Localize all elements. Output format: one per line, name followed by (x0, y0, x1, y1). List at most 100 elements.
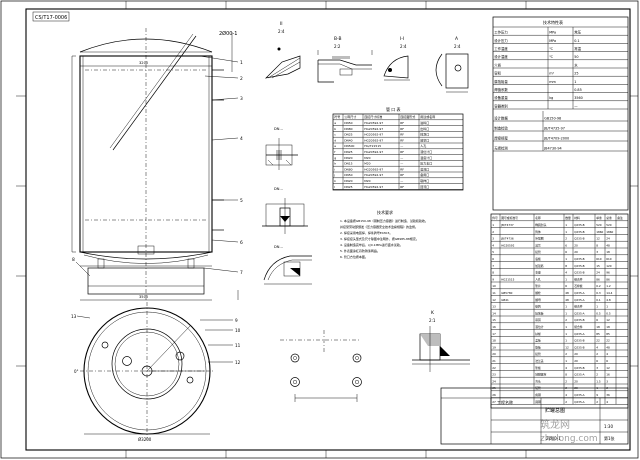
bom-cell: 4 (596, 345, 598, 349)
bom-cell: 15 (596, 264, 600, 268)
nozzle-cell: RF (400, 133, 404, 137)
spec-cell: 常压 (574, 30, 581, 35)
bom-cell: 1 (565, 325, 567, 329)
bom-cell: 1.2 (606, 284, 611, 288)
bom-cell: 12 (606, 366, 610, 370)
bom-cell: 12 (606, 318, 610, 322)
nozzle-cell: HG20592-97 (364, 121, 383, 125)
nozzle-cell: 连接尺寸标准 (364, 114, 382, 119)
design-cell: 制造检验 (494, 125, 508, 130)
nozzle-cell: HG20592-97 (364, 185, 383, 189)
bom-cell: 垫片 (535, 284, 541, 288)
nozzle-cell: g (334, 156, 336, 160)
bom-cell: 1 (596, 305, 598, 309)
bom-cell: JB/T4736 (500, 237, 514, 241)
nozzle-cell: DN80 (344, 167, 352, 171)
svg-text:A: A (455, 36, 458, 42)
callout-4: 4 (240, 136, 243, 142)
spec-cell: ℃ (549, 55, 553, 59)
nozzle-cell: HG20592-97 (364, 133, 383, 137)
nozzle-cell: 用途或名称 (420, 114, 435, 119)
bom-cell: 4 (606, 400, 608, 404)
bom-cell: 4 (565, 366, 567, 370)
callout-7: 7 (240, 270, 243, 276)
bom-cell: 8 (565, 373, 567, 377)
bom-cell: 18 (606, 250, 610, 254)
bom-cell: 1 (492, 223, 494, 227)
watermark: 筑龙网 zhulong.com (540, 418, 598, 444)
callout-5: 5 (240, 198, 243, 204)
bom-cell: 8 (596, 243, 598, 247)
notes-title: 技术要求 (377, 209, 393, 215)
bom-cell: 弯头 (535, 379, 541, 383)
nozzle-cell: M20 (364, 156, 370, 160)
bom-cell: 3 (606, 379, 608, 383)
bom-cell: 4.8 (606, 298, 611, 302)
bom-cell: 3 (492, 237, 494, 241)
spec-cell: MPa (549, 31, 556, 35)
design-cell: 无损检测 (494, 145, 508, 150)
bom-cell: 15 (492, 318, 496, 322)
bom-cell: 22 (492, 366, 496, 370)
design-cell: GB150-98 (544, 116, 561, 120)
svg-text:DN...: DN... (274, 127, 283, 131)
spec-cell: 设备重量 (494, 95, 508, 100)
bom-cell: Q235-A (574, 393, 584, 397)
bom-cell: 22 (606, 339, 610, 343)
nozzle-cell: e (334, 144, 336, 148)
spec-cell: 焊缝系数 (494, 87, 508, 92)
nozzle-cell: DN80 (344, 127, 352, 131)
bom-cell: 数量 (565, 216, 571, 220)
spec-cell: 水 (574, 62, 578, 67)
spec-cell: 工作温度 (494, 46, 508, 51)
bom-cell: HG21515 (501, 277, 514, 281)
bom-cell: 24 (596, 271, 600, 275)
bom-cell: 加强筋 (535, 264, 544, 268)
bom-cell: 3 (596, 250, 598, 254)
bom-cell: 1 (565, 277, 567, 281)
svg-text:2:4: 2:4 (278, 29, 285, 34)
bom-cell: 12 (492, 298, 496, 302)
bom-cell: 铭牌 (535, 305, 541, 309)
bom-cell: 材料 (574, 216, 580, 220)
bom-cell: 2 (596, 373, 598, 377)
bom-cell: 角钢 (535, 393, 541, 397)
plan-callout-11: 11 (235, 343, 241, 348)
nozzle-cell: 回流口 (420, 184, 429, 189)
design-row: 无损检测 JB4730-94 (493, 145, 628, 152)
svg-text:3200: 3200 (139, 61, 149, 65)
spec-cell: 设计温度 (494, 54, 508, 59)
bom-cell: 14 (492, 311, 496, 315)
nozzle-cell: 出料口 (420, 126, 429, 131)
plan-dimension: Ø3200 (138, 437, 152, 442)
nozzle-cell: 液位计口 (420, 149, 432, 154)
bom-cell: 人孔 (535, 277, 541, 281)
bom-cell: 23 (492, 373, 496, 377)
bom-cell: 4 (606, 352, 608, 356)
title-project: 工程名称 (497, 399, 513, 405)
nozzle-cell: RF (400, 150, 404, 154)
title-sheet: 第1张 (604, 435, 615, 441)
inner-frame (25, 8, 631, 451)
bom-cell: Q235-A (574, 332, 584, 336)
nozzle-cell: DN40 (344, 138, 352, 142)
bom-cell: JB/T4737 (500, 223, 514, 227)
design-cell: JB4730-94 (543, 146, 562, 150)
